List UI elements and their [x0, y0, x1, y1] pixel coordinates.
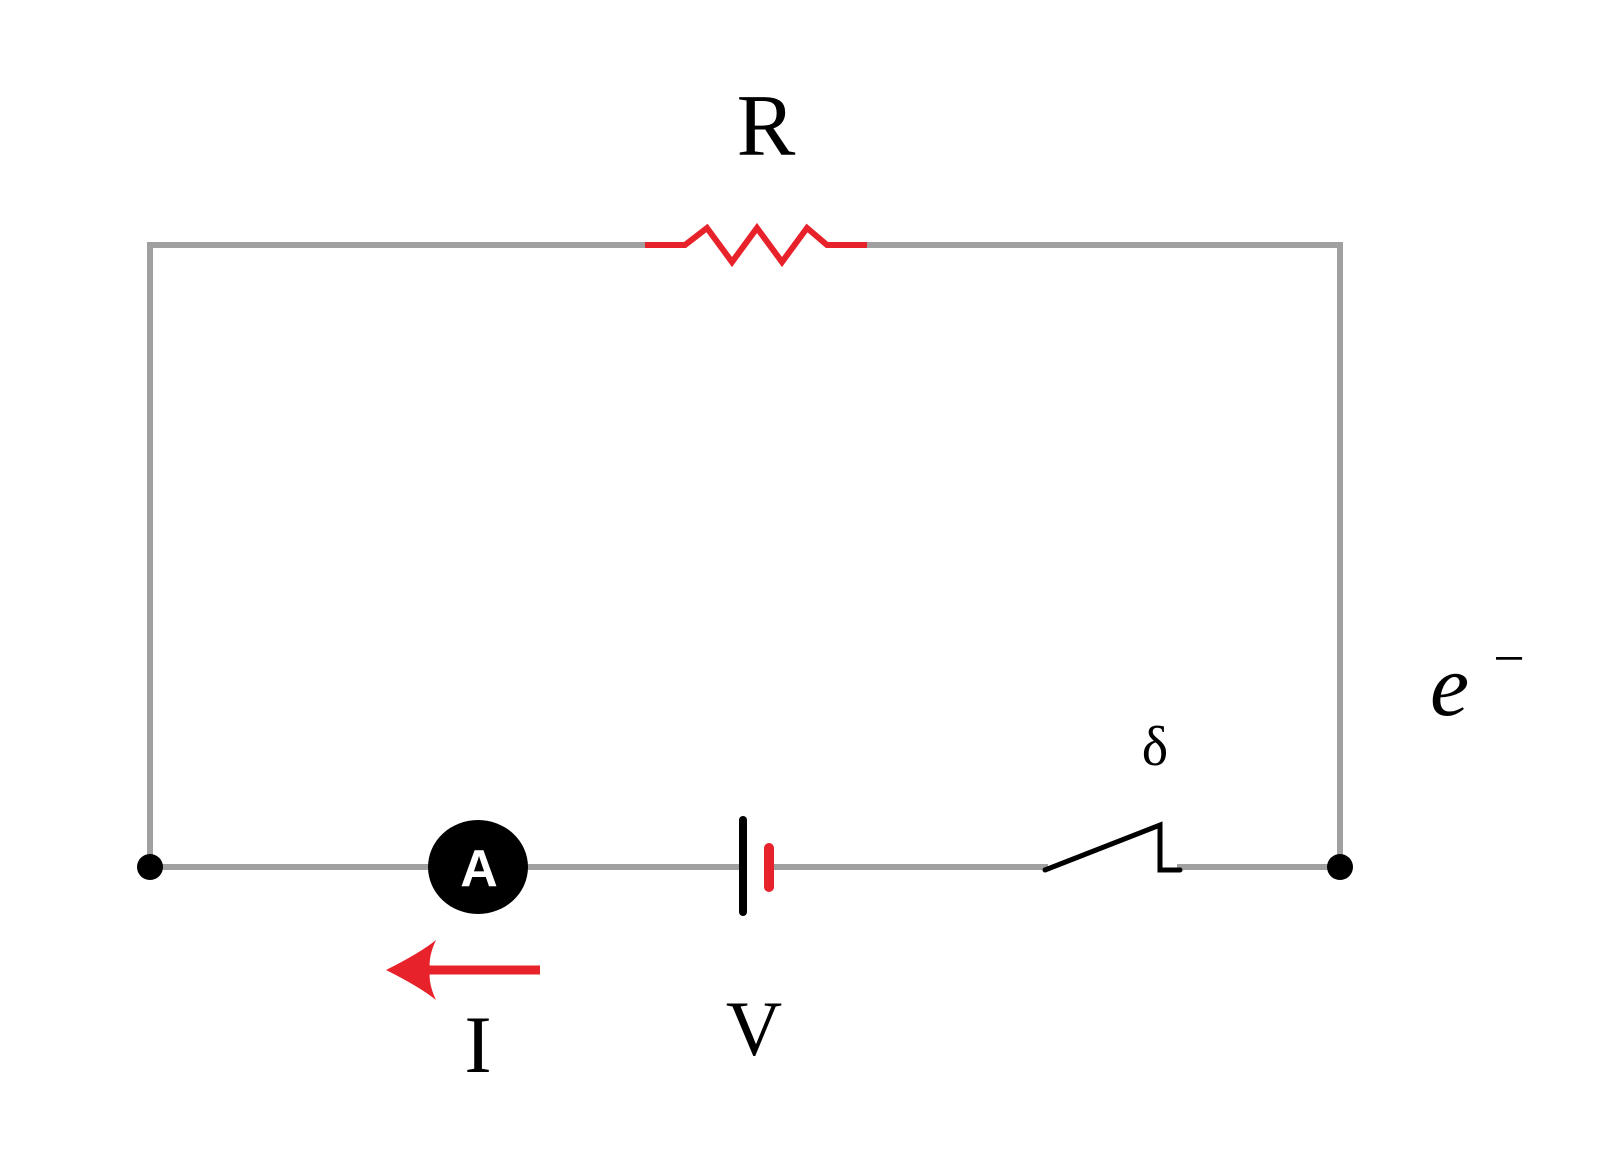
switch-symbol: [1042, 821, 1183, 873]
wires: [147, 242, 1343, 870]
battery: [739, 816, 774, 916]
resistor-symbol: [645, 222, 867, 268]
junction-node-right: [1327, 854, 1353, 880]
junction-node-left: [137, 854, 163, 880]
resistor-label: R: [737, 78, 796, 175]
switch-label: δ: [1142, 716, 1168, 778]
battery-label: V: [726, 985, 782, 1072]
ammeter-body: [428, 820, 528, 914]
current-arrow-head: [386, 940, 436, 1000]
electron-label: e −: [1430, 628, 1525, 735]
ammeter: A: [428, 820, 528, 914]
electron-symbol: e: [1430, 638, 1469, 735]
current-label: I: [464, 999, 491, 1090]
current-arrow: [386, 940, 540, 1000]
electron-charge: −: [1493, 628, 1525, 690]
ammeter-label: A: [460, 840, 498, 898]
